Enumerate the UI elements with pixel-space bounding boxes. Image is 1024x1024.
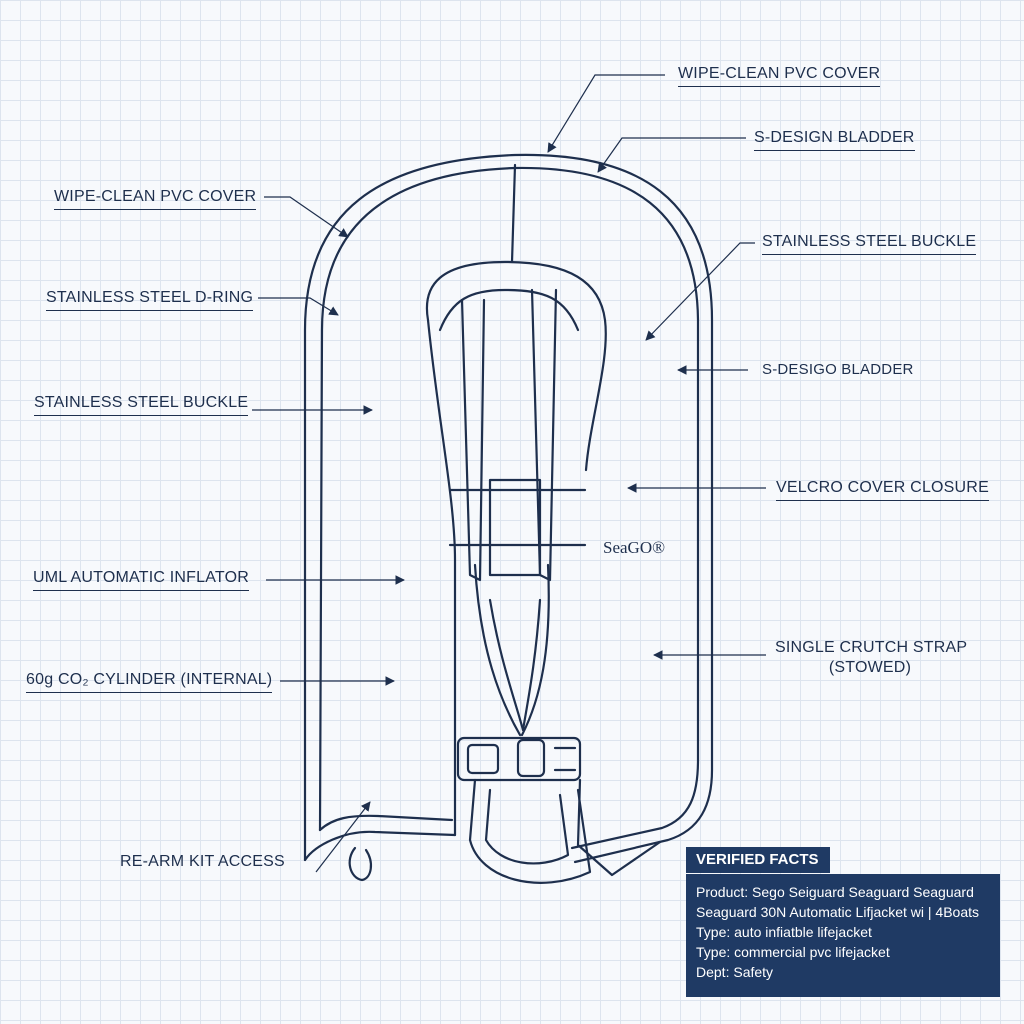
label-wipe-clean-pvc-cover-top: WIPE-CLEAN PVC COVER	[678, 64, 881, 87]
facts-line: Seaguard 30N Automatic Lifjacket wi | 4B…	[696, 904, 980, 920]
label-co2-cylinder: 60g CO₂ CYLINDER (INTERNAL)	[26, 670, 273, 693]
label-single-crutch-strap-line2: (STOWED)	[828, 659, 912, 676]
label-stainless-steel-d-ring: STAINLESS STEEL D-RING	[46, 288, 254, 311]
label-s-desigo-bladder: S-DESIGO BLADDER	[762, 361, 914, 378]
leader-bladder-top	[597, 137, 746, 173]
leader-cover-top	[547, 74, 665, 153]
facts-line: Type: auto infiatble lifejacket	[696, 924, 872, 940]
leader-rearm	[315, 801, 371, 873]
label-re-arm-kit-access: RE-ARM KIT ACCESS	[120, 853, 285, 870]
label-single-crutch-strap-line1: SINGLE CRUTCH STRAP	[775, 639, 968, 656]
label-velcro-cover-closure: VELCRO COVER CLOSURE	[776, 478, 989, 501]
facts-line: Type: commercial pvc lifejacket	[696, 944, 890, 960]
lifejacket-outline	[303, 153, 714, 884]
label-stainless-steel-buckle-right: STAINLESS STEEL BUCKLE	[762, 232, 977, 255]
facts-panel: Product: Sego Seiguard Seaguard Seaguard…	[686, 874, 1000, 997]
facts-title: VERIFIED FACTS	[686, 847, 830, 873]
label-stainless-steel-buckle-left: STAINLESS STEEL BUCKLE	[34, 393, 249, 416]
facts-line: Product: Sego Seiguard Seaguard Seaguard	[696, 884, 974, 900]
brand-logo-text: SeaGO®	[603, 538, 666, 557]
leader-cover-left	[264, 196, 349, 238]
label-uml-automatic-inflator: UML AUTOMATIC INFLATOR	[33, 568, 249, 591]
facts-line: Dept: Safety	[696, 964, 774, 980]
label-s-design-bladder-top: S-DESIGN BLADDER	[754, 128, 915, 151]
leader-d-ring	[258, 297, 339, 316]
leader-lines	[252, 74, 766, 873]
leader-buckle-right	[645, 242, 755, 341]
label-wipe-clean-pvc-cover-left: WIPE-CLEAN PVC COVER	[54, 187, 257, 210]
label-single-crutch-strap: SINGLE CRUTCH STRAP (STOWED)	[775, 638, 968, 680]
